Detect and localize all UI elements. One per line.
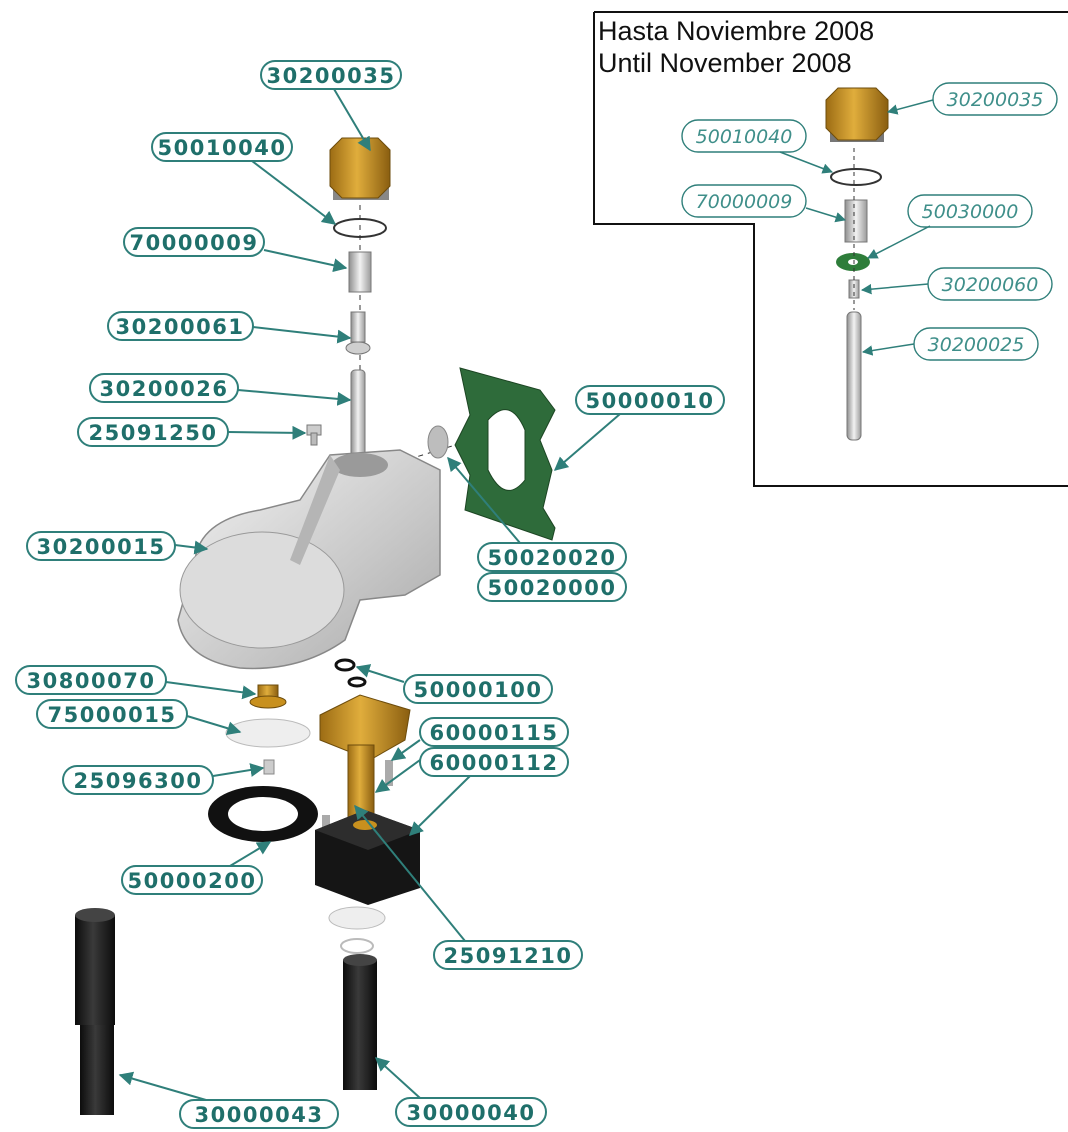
- main-labels: 30200035 50010040 70000009 30200061 3020…: [15, 60, 725, 1129]
- lower-white-disc-part: [328, 906, 386, 930]
- green-gasket-part: [454, 367, 556, 541]
- inset-label-70000009: 70000009: [681, 184, 847, 223]
- inset-label-30200035: 30200035: [886, 82, 1058, 116]
- inset-label-50030000: 50030000: [867, 194, 1033, 259]
- label-60000115: 60000115: [390, 717, 569, 761]
- small-oring-top-part: [334, 658, 356, 672]
- inset-oring-part: [830, 168, 882, 186]
- tiny-screw-part: [263, 759, 275, 775]
- label-30000043: 30000043: [118, 1071, 339, 1129]
- label-30200061: 30200061: [107, 311, 352, 344]
- label-30000040: 30000040: [374, 1057, 547, 1127]
- main-assembly: [75, 137, 556, 1115]
- black-ring-gasket-part: [208, 786, 318, 842]
- rod-part: [350, 369, 366, 467]
- svg-text:30200035: 30200035: [267, 64, 396, 88]
- svg-text:25091250: 25091250: [89, 421, 218, 445]
- svg-text:50020000: 50020000: [488, 576, 617, 600]
- inset-old-version: Hasta Noviembre 2008 Until November 2008…: [593, 11, 1068, 487]
- black-solenoid-cube-part: [315, 810, 420, 905]
- inset-frame: [593, 11, 1068, 487]
- inset-title-en: Until November 2008: [598, 48, 852, 78]
- short-black-spacer-part: [343, 954, 377, 1090]
- svg-text:50020020: 50020020: [488, 546, 617, 570]
- svg-text:30200060: 30200060: [942, 274, 1039, 296]
- oring-part: [333, 218, 387, 238]
- housing-part: [177, 449, 441, 670]
- label-60000112: 60000112: [374, 747, 569, 836]
- inset-label-30200025: 30200025: [861, 327, 1039, 361]
- svg-text:70000009: 70000009: [130, 231, 259, 255]
- svg-text:50000010: 50000010: [586, 389, 715, 413]
- inset-label-50010040: 50010040: [681, 119, 833, 174]
- inset-sleeve-part: [844, 199, 868, 243]
- inset-title-es: Hasta Noviembre 2008: [598, 16, 874, 46]
- inset-green-washer-part: [836, 253, 870, 271]
- svg-text:50000100: 50000100: [414, 678, 543, 702]
- svg-text:30200061: 30200061: [116, 315, 245, 339]
- label-50010040: 50010040: [151, 132, 337, 225]
- svg-text:50030000: 50030000: [922, 201, 1019, 223]
- inset-cap-part: [825, 87, 889, 142]
- svg-text:70000009: 70000009: [696, 191, 793, 213]
- small-brass-fitting-part: [249, 684, 287, 709]
- svg-text:30800070: 30800070: [27, 669, 156, 693]
- svg-text:60000112: 60000112: [430, 751, 559, 775]
- label-30200026: 30200026: [89, 373, 352, 406]
- washer-disc-part: [427, 425, 449, 459]
- svg-text:30200015: 30200015: [37, 535, 166, 559]
- label-25091250: 25091250: [77, 417, 307, 447]
- svg-text:30200035: 30200035: [947, 89, 1044, 111]
- small-screw-part: [306, 424, 322, 446]
- label-50020000: 50020000: [477, 572, 627, 602]
- svg-text:50000200: 50000200: [128, 869, 257, 893]
- small-oring-bottom-part: [347, 676, 367, 688]
- svg-text:30000040: 30000040: [407, 1101, 536, 1125]
- long-black-spacer-part: [75, 908, 115, 1115]
- label-25096300: 25096300: [62, 763, 265, 795]
- label-50000200: 50000200: [121, 841, 272, 895]
- label-70000009: 70000009: [123, 227, 348, 273]
- label-50000010: 50000010: [553, 385, 725, 471]
- label-50000100: 50000100: [355, 664, 553, 704]
- svg-text:50010040: 50010040: [158, 136, 287, 160]
- label-30200015: 30200015: [26, 531, 209, 561]
- label-30800070: 30800070: [15, 665, 257, 700]
- white-disc-part: [225, 718, 311, 748]
- svg-text:50010040: 50010040: [696, 126, 793, 148]
- svg-text:25096300: 25096300: [74, 769, 203, 793]
- sleeve-part: [348, 251, 372, 293]
- label-30200035: 30200035: [260, 60, 402, 152]
- pin-part: [345, 311, 371, 355]
- label-50020020: 50020020: [447, 456, 627, 572]
- svg-text:25091210: 25091210: [444, 944, 573, 968]
- svg-text:30200026: 30200026: [100, 377, 229, 401]
- svg-text:60000115: 60000115: [430, 721, 559, 745]
- label-75000015: 75000015: [36, 699, 242, 736]
- inset-rod-part: [846, 311, 862, 441]
- inset-label-30200060: 30200060: [860, 267, 1053, 301]
- svg-text:30200025: 30200025: [928, 334, 1025, 356]
- lower-small-ring-part: [340, 938, 374, 954]
- svg-text:75000015: 75000015: [48, 703, 177, 727]
- brass-cap-part: [329, 137, 391, 200]
- svg-text:30000043: 30000043: [195, 1103, 324, 1127]
- label-25091210: 25091210: [354, 804, 583, 970]
